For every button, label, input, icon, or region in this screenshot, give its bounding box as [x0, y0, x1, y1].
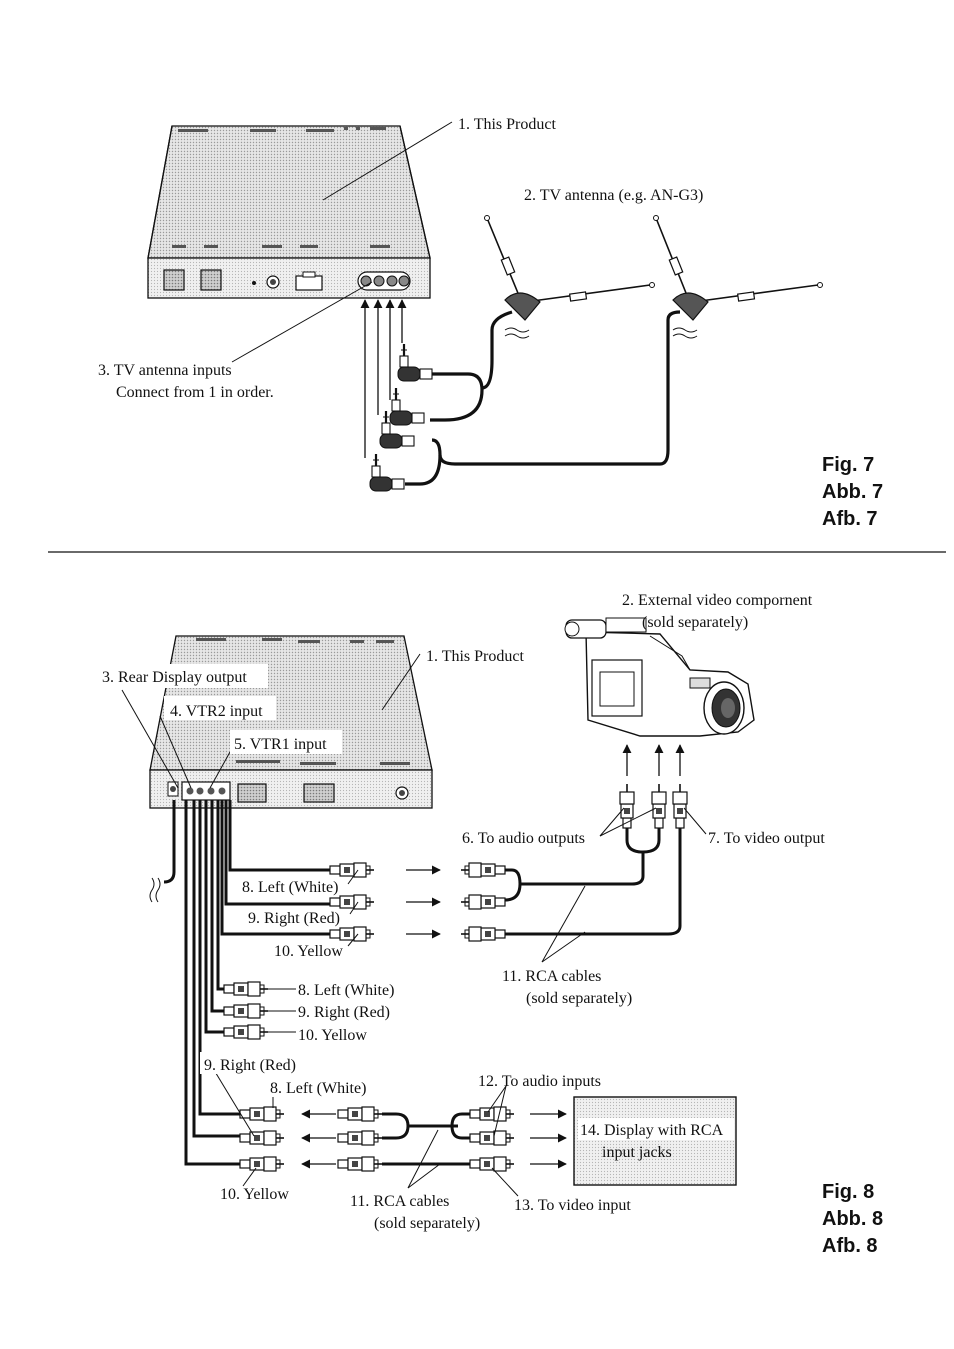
product-unit-fig7: [147, 125, 431, 299]
rca-plug-pairs-bottom: [239, 1106, 567, 1172]
label-yellow-bottom: 10. Yellow: [220, 1186, 289, 1203]
rca-plug-pairs-top: [329, 862, 506, 942]
caption-fig-8-de: Abb. 8: [822, 1208, 883, 1230]
antenna-1: [484, 215, 655, 339]
label-video-output: 7. To video output: [708, 830, 825, 847]
caption-fig-7-en: Fig. 7: [822, 454, 874, 476]
label-audio-inputs: 12. To audio inputs: [478, 1073, 601, 1090]
mini-jack-plugs: [368, 342, 434, 493]
label-this-product: 1. This Product: [458, 116, 556, 133]
label-rca-sold-bottom: (sold separately): [374, 1215, 480, 1232]
cable-break-mark: [149, 877, 161, 903]
antenna-2: [653, 215, 823, 339]
label-yellow-top: 10. Yellow: [274, 943, 343, 960]
unit-cables: [163, 800, 330, 1166]
label-this-product-fig8: 1. This Product: [426, 648, 524, 665]
antenna-input-arrows: [360, 299, 407, 458]
camcorder: [564, 617, 755, 737]
label-vtr1: 5. VTR1 input: [234, 736, 327, 753]
bottom-rca-cables: [382, 1112, 470, 1166]
label-rca-sold-top: (sold separately): [526, 990, 632, 1007]
label-external-video: 2. External video compornent: [622, 592, 813, 609]
rca-display-box: [573, 1096, 737, 1186]
caption-fig-7-nl: Afb. 7: [822, 508, 878, 530]
label-display-rca: 14. Display with RCA: [580, 1122, 724, 1139]
camcorder-cables: [504, 828, 682, 936]
label-left-white-mid: 8. Left (White): [298, 982, 394, 999]
label-connect-order: Connect from 1 in order.: [116, 384, 274, 401]
label-video-input: 13. To video input: [514, 1197, 631, 1214]
antenna-cables: [405, 310, 681, 486]
caption-fig-8-nl: Afb. 8: [822, 1235, 878, 1257]
figure-7: 1. This Product 2. TV antenna (e.g. AN-G…: [98, 116, 883, 530]
label-external-sold: (sold separately): [642, 614, 748, 631]
label-right-red-mid: 9. Right (Red): [298, 1004, 390, 1021]
label-yellow-mid: 10. Yellow: [298, 1027, 367, 1044]
caption-fig-7-de: Abb. 7: [822, 481, 883, 503]
label-tv-antenna-inputs: 3. TV antenna inputs: [98, 362, 232, 379]
label-rca-cables-bottom: 11. RCA cables: [350, 1193, 449, 1210]
label-audio-outputs: 6. To audio outputs: [462, 830, 585, 847]
label-right-red-bottom: 9. Right (Red): [204, 1057, 296, 1074]
fig8-leader-lines: [121, 653, 707, 1197]
label-left-white-bottom: 8. Left (White): [270, 1080, 366, 1097]
label-display-jacks: input jacks: [602, 1144, 672, 1161]
caption-fig-8-en: Fig. 8: [822, 1181, 874, 1203]
label-left-white-top: 8. Left (White): [242, 879, 338, 896]
product-unit-fig8: [149, 635, 433, 809]
label-right-red-top: 9. Right (Red): [248, 910, 340, 927]
rca-plugs-vtr1: [223, 981, 269, 1040]
label-rear-display: 3. Rear Display output: [102, 669, 247, 686]
label-tv-antenna: 2. TV antenna (e.g. AN-G3): [524, 187, 703, 204]
camcorder-arrows: [622, 744, 685, 776]
label-rca-cables-top: 11. RCA cables: [502, 968, 601, 985]
label-vtr2: 4. VTR2 input: [170, 703, 263, 720]
figure-8: 2. External video compornent (sold separ…: [98, 592, 883, 1257]
